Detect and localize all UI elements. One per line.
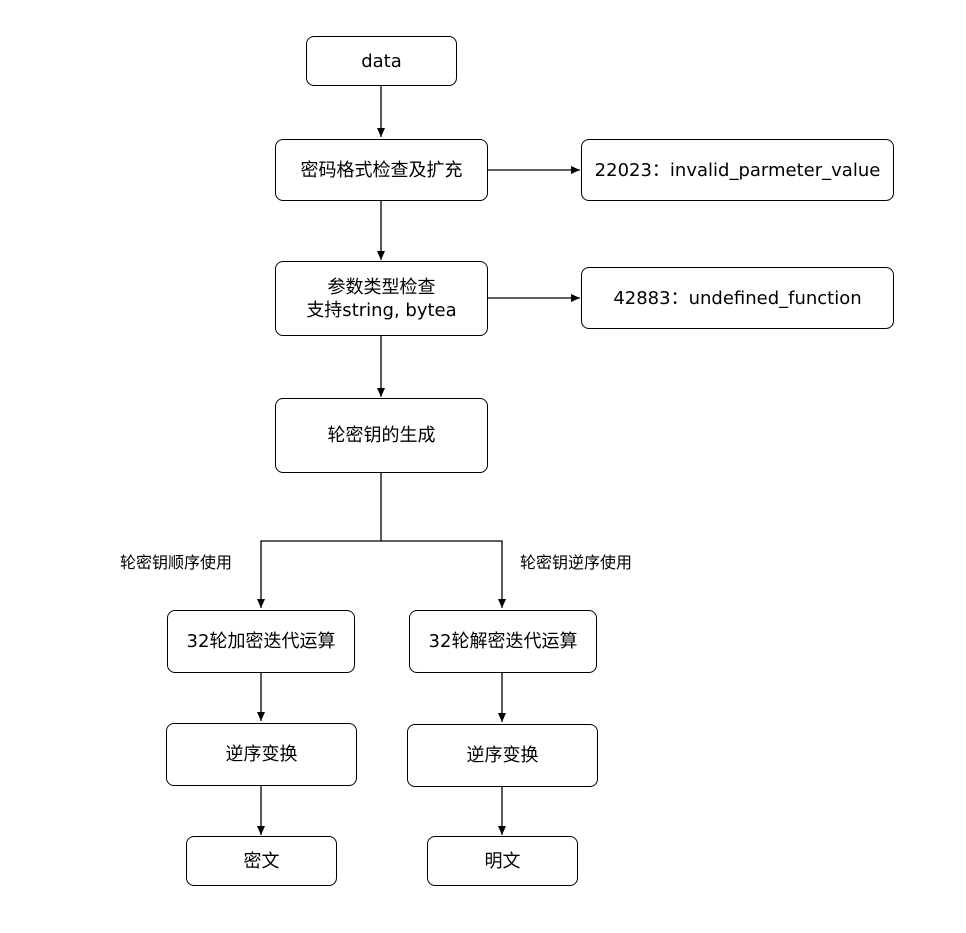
invalid-parameter-error-node: 22023：invalid_parmeter_value <box>581 139 894 201</box>
decrypt-rounds-label: 32轮解密迭代运算 <box>428 631 578 652</box>
undefined-function-error-node: 42883：undefined_function <box>581 267 894 329</box>
arrow-key-gen-to-encrypt <box>257 473 382 608</box>
plaintext-node: 明文 <box>427 836 578 886</box>
plaintext-label: 明文 <box>484 850 521 872</box>
arrow-key-gen-to-decrypt <box>381 540 506 608</box>
decrypt-reverse-label: 逆序变换 <box>466 745 539 766</box>
undefined-function-error-label: 42883：undefined_function <box>613 287 862 309</box>
type-check-node: 参数类型检查 支持string, bytea <box>275 261 488 336</box>
format-check-label: 密码格式检查及扩充 <box>300 159 463 181</box>
encrypt-rounds-label: 32轮加密迭代运算 <box>186 631 336 652</box>
encrypt-reverse-node: 逆序变换 <box>166 723 357 786</box>
ciphertext-node: 密文 <box>186 836 337 886</box>
data-node-label: data <box>361 50 402 72</box>
decrypt-reverse-node: 逆序变换 <box>407 724 598 787</box>
key-generation-label: 轮密钥的生成 <box>327 425 436 446</box>
forward-key-order-label: 轮密钥顺序使用 <box>120 553 233 572</box>
invalid-parameter-error-label: 22023：invalid_parmeter_value <box>594 159 881 181</box>
type-check-label: 参数类型检查 <box>327 276 436 298</box>
format-check-node: 密码格式检查及扩充 <box>275 139 488 201</box>
encrypt-rounds-node: 32轮加密迭代运算 <box>167 610 355 673</box>
encrypt-reverse-label: 逆序变换 <box>225 744 298 765</box>
key-generation-node: 轮密钥的生成 <box>275 398 488 473</box>
decrypt-rounds-node: 32轮解密迭代运算 <box>409 610 597 673</box>
data-node: data <box>306 36 457 86</box>
reverse-key-order-label: 轮密钥逆序使用 <box>520 553 633 572</box>
ciphertext-label: 密文 <box>243 850 280 872</box>
type-check-support-label: 支持string, bytea <box>306 299 457 321</box>
